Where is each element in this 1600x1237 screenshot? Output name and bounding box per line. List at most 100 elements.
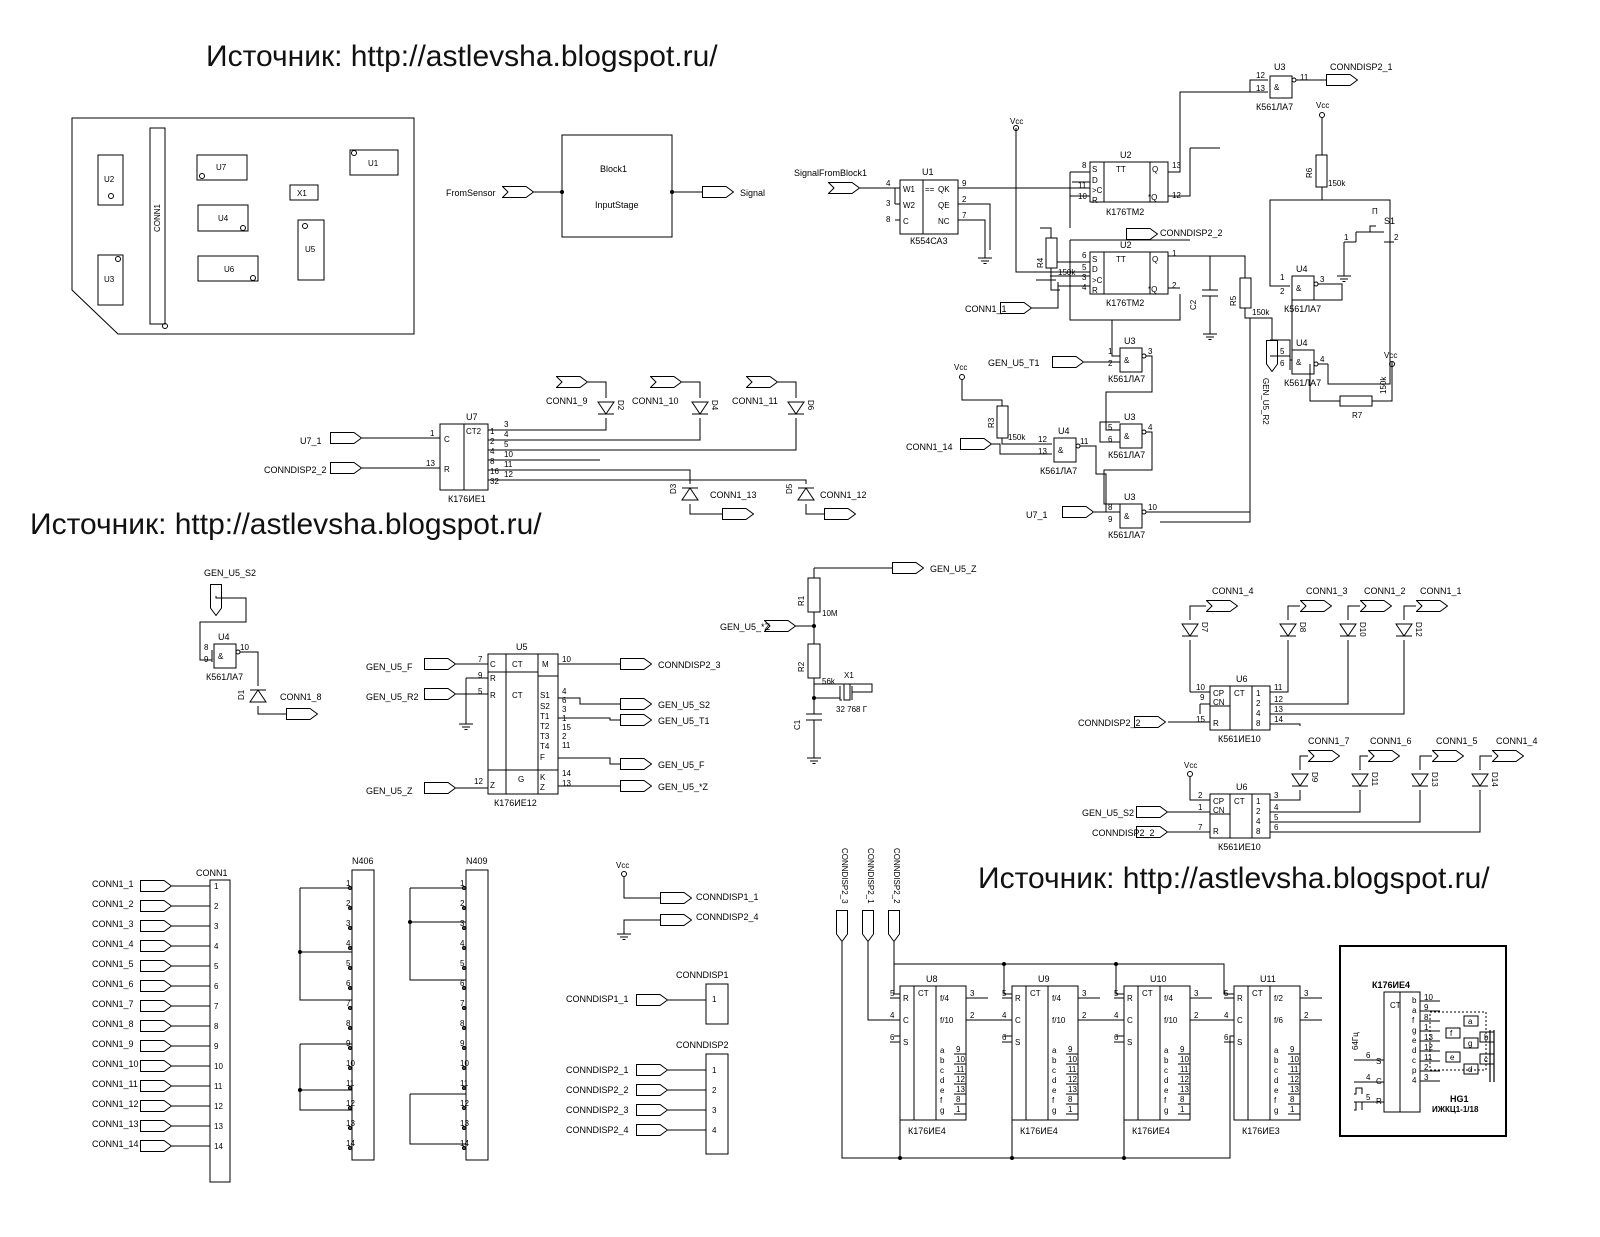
conn1-net-label: CONN1_12 bbox=[92, 1099, 139, 1109]
n406-pin: 2 bbox=[346, 899, 351, 908]
counter-seg-label: d bbox=[940, 1076, 944, 1085]
svg-text:Z: Z bbox=[490, 781, 495, 790]
counter-seg-label: g bbox=[1274, 1106, 1278, 1115]
svg-text:6: 6 bbox=[1366, 1051, 1371, 1060]
svg-text:16: 16 bbox=[490, 467, 499, 476]
u3d-nand: U7_1 & U3 8 9 10 К561ЛА7 bbox=[1026, 492, 1250, 540]
n406-pin: 7 bbox=[346, 999, 351, 1008]
svg-text:Q: Q bbox=[1152, 165, 1158, 174]
conn1-port bbox=[140, 1040, 172, 1052]
svg-text:64Гц: 64Гц bbox=[1351, 1032, 1360, 1050]
svg-text:X1: X1 bbox=[844, 671, 854, 680]
svg-text:Vcc: Vcc bbox=[1010, 117, 1023, 126]
svg-text:U4: U4 bbox=[218, 214, 229, 223]
svg-text:Z: Z bbox=[540, 783, 545, 792]
counter-seg-label: g bbox=[1052, 1106, 1056, 1115]
inset-right-pin: 12 bbox=[1424, 1043, 1433, 1052]
svg-text:CONN1_1: CONN1_1 bbox=[965, 304, 1007, 314]
counter-seg-label: b bbox=[940, 1056, 945, 1065]
inset-right-pin: 13 bbox=[1424, 1033, 1433, 1042]
inset-right-label: e bbox=[1412, 1036, 1417, 1045]
svg-text:3: 3 bbox=[1274, 791, 1279, 800]
inset-right-label: 4 bbox=[1412, 1076, 1417, 1085]
svg-text:U5: U5 bbox=[305, 245, 316, 254]
counter-left-label: S bbox=[1015, 1038, 1020, 1047]
svg-text:CONNDISP2_2: CONNDISP2_2 bbox=[892, 848, 901, 904]
svg-text:D1: D1 bbox=[237, 689, 246, 700]
conndisp2-port bbox=[636, 1084, 668, 1096]
svg-text:U3: U3 bbox=[1124, 336, 1136, 346]
svg-text:2: 2 bbox=[1172, 281, 1177, 290]
svg-text:2: 2 bbox=[1256, 807, 1261, 816]
svg-text:3: 3 bbox=[1148, 347, 1153, 356]
svg-text:32 768 Г: 32 768 Г bbox=[836, 705, 868, 714]
svg-text:К176ИЕ4: К176ИЕ4 bbox=[1372, 980, 1410, 990]
counter-seg-label: a bbox=[1274, 1046, 1279, 1055]
svg-text:11: 11 bbox=[1300, 73, 1309, 82]
svg-text:R3: R3 bbox=[987, 417, 996, 428]
svg-text:R: R bbox=[1213, 719, 1219, 728]
u3-top-nand: & U3 12 13 11 К561ЛА7 CONNDISP2_1 bbox=[1249, 62, 1393, 112]
svg-text:10M: 10M bbox=[822, 609, 838, 618]
svg-text:5: 5 bbox=[504, 440, 509, 449]
counter-seg-pin: 10 bbox=[1180, 1055, 1189, 1064]
conndisp2-net-label: CONNDISP2_3 bbox=[566, 1105, 629, 1115]
svg-text:150k: 150k bbox=[1328, 179, 1346, 188]
svg-text:6: 6 bbox=[562, 696, 567, 705]
svg-text:U3: U3 bbox=[1274, 62, 1286, 72]
conn1-port bbox=[140, 920, 172, 932]
n406-pin-mark bbox=[348, 966, 352, 970]
svg-text:GEN_U5_Z: GEN_U5_Z bbox=[366, 786, 413, 796]
counter-chip bbox=[1123, 985, 1191, 1121]
conn1-pin: 10 bbox=[214, 1062, 223, 1071]
conn1-pin: 1 bbox=[214, 882, 219, 891]
conn1-pin: 5 bbox=[214, 962, 219, 971]
conn1-net-label: CONN1_5 bbox=[92, 959, 134, 969]
n406-pin: 10 bbox=[346, 1059, 355, 1068]
inset-seg-box bbox=[1479, 1031, 1495, 1043]
svg-text:CT: CT bbox=[512, 691, 523, 700]
conn1-port bbox=[140, 880, 172, 892]
svg-text:Signal: Signal bbox=[740, 188, 765, 198]
c2-capacitor: C2 bbox=[1189, 256, 1218, 340]
svg-text:T3: T3 bbox=[540, 732, 550, 741]
inset-right-label: p bbox=[1412, 1066, 1417, 1075]
svg-text:QE: QE bbox=[938, 201, 950, 210]
svg-text:CONNDISP2_2: CONNDISP2_2 bbox=[264, 465, 327, 475]
svg-text:12: 12 bbox=[1274, 695, 1283, 704]
svg-text:QK: QK bbox=[938, 185, 950, 194]
svg-text:12: 12 bbox=[1038, 435, 1047, 444]
conndisp2-net-label: CONNDISP2_4 bbox=[566, 1125, 629, 1135]
svg-text:&: & bbox=[218, 652, 224, 661]
pcb-conn1-label: CONN1 bbox=[153, 203, 162, 232]
svg-text:8: 8 bbox=[1256, 719, 1261, 728]
svg-text:>C: >C bbox=[1092, 186, 1103, 195]
svg-text:4: 4 bbox=[1148, 423, 1153, 432]
svg-text:9: 9 bbox=[1108, 515, 1113, 524]
n406-pin-mark bbox=[348, 1126, 352, 1130]
svg-text:2: 2 bbox=[490, 437, 495, 446]
counter-out-pin: 2 bbox=[1194, 1011, 1199, 1020]
svg-text:10: 10 bbox=[1196, 683, 1205, 692]
inset-right-pin: 2 bbox=[1424, 1063, 1429, 1072]
svg-text:4: 4 bbox=[490, 447, 495, 456]
conn1-pin: 9 bbox=[214, 1042, 219, 1051]
svg-text:CT: CT bbox=[1390, 1001, 1401, 1010]
counter-ref: U9 bbox=[1038, 974, 1050, 984]
svg-text:R6: R6 bbox=[1305, 167, 1314, 178]
inset-right-pin: 1 bbox=[1424, 1023, 1429, 1032]
n409-pin-mark bbox=[462, 1126, 466, 1130]
svg-text:13: 13 bbox=[1038, 447, 1047, 456]
svg-text:GEN_U5_S2: GEN_U5_S2 bbox=[658, 700, 710, 710]
svg-text:15: 15 bbox=[1196, 715, 1205, 724]
counter-seg-pin: 8 bbox=[1068, 1095, 1073, 1104]
watermark-middle: Источник: http://astlevsha.blogspot.ru/ bbox=[30, 508, 542, 541]
svg-text:U2: U2 bbox=[104, 175, 115, 184]
n406-pin-mark bbox=[348, 886, 352, 890]
svg-text:CONN1_13: CONN1_13 bbox=[710, 490, 757, 500]
svg-text:11: 11 bbox=[562, 741, 571, 750]
svg-text:2: 2 bbox=[1256, 699, 1261, 708]
u1-comparator: SignalFromBlock1 U1 4 3 8 W1 W2 C QK QE … bbox=[794, 117, 1090, 273]
